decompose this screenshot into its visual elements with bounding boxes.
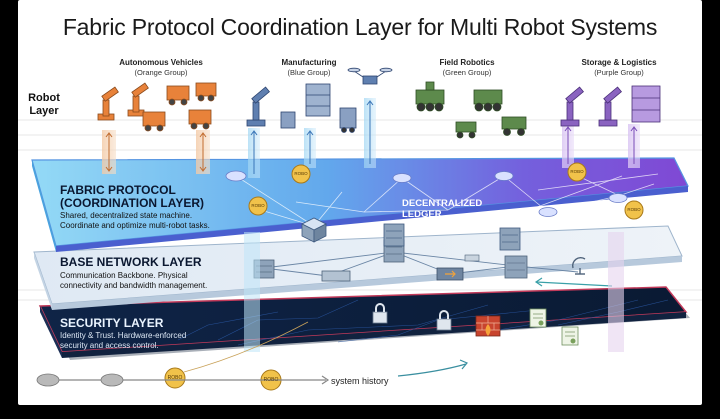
ledger-label-line2: LEDGER	[402, 209, 442, 220]
state-node	[494, 171, 514, 181]
firewall-icon	[475, 315, 501, 337]
state-node	[538, 207, 558, 217]
robot-arm-icon	[560, 86, 584, 127]
beam-blue	[244, 232, 260, 352]
coordination-links	[235, 173, 659, 227]
purple-robot-group	[560, 85, 661, 127]
robo-token	[567, 162, 587, 182]
group-name-storage-logistics: Storage & Logistics	[581, 58, 657, 67]
fabric-layer-desc-2: Coordinate and optimize multi-robot task…	[60, 221, 210, 230]
network-layer-title: BASE NETWORK LAYER	[60, 255, 202, 269]
green-robot-group	[415, 81, 527, 139]
rover-icon	[455, 121, 477, 139]
robot-layer-label: Robot Layer	[28, 92, 60, 117]
group-name-field-robotics: Field Robotics	[439, 58, 495, 67]
robo-token-label: ROBO	[167, 375, 183, 381]
fabric-layer-title-2: (COORDINATION LAYER)	[60, 196, 204, 210]
robo-token	[291, 164, 311, 184]
delivery-robot-icon	[142, 111, 166, 132]
history-label: system history	[331, 376, 389, 386]
blue-robot-group	[246, 67, 393, 133]
robo-token	[248, 196, 268, 216]
security-layer	[38, 286, 690, 360]
robot-arm-icon	[598, 86, 622, 127]
ledger-node-icon	[383, 223, 405, 247]
group-name-manufacturing: Manufacturing	[281, 58, 337, 67]
delivery-robot-icon	[166, 85, 190, 106]
security-layer-title: SECURITY LAYER	[60, 316, 164, 330]
robo-token-label: ROBO	[627, 207, 641, 212]
history-block	[36, 373, 60, 387]
history-timeline	[36, 321, 468, 387]
shelf-icon	[631, 85, 661, 123]
robo-token	[164, 367, 186, 389]
shelf-icon	[305, 83, 331, 117]
certificate-icon	[529, 308, 547, 328]
diagram-canvas	[18, 67, 702, 391]
state-node	[225, 170, 247, 182]
certificate-icon	[561, 326, 579, 346]
router-icon	[436, 267, 464, 281]
group-sub-storage-logistics: (Purple Group)	[594, 68, 644, 77]
lock-icon	[372, 303, 388, 324]
robot-arm-icon	[246, 86, 270, 127]
rover-icon	[501, 116, 527, 136]
rover-icon	[415, 81, 445, 112]
robot-arm-icon	[127, 82, 149, 117]
robo-token	[624, 200, 644, 220]
orange-robot-group	[97, 82, 217, 132]
network-layer-desc-2: connectivity and bandwidth management.	[60, 281, 208, 290]
ledger-label-line1: DECENTRALIZED	[402, 198, 483, 209]
group-name-autonomous-vehicles: Autonomous Vehicles	[119, 58, 203, 67]
security-layer-desc-1: Identity & Trust. Hardware-enforced	[60, 331, 187, 340]
beam-purple	[608, 232, 624, 352]
delivery-robot-icon	[195, 82, 217, 102]
fabric-layer-desc-1: Shared, decentralized state machine.	[60, 211, 193, 220]
robot-arm-icon	[97, 86, 119, 121]
fabric-layer	[31, 157, 689, 252]
mobile-robot-icon	[339, 107, 357, 133]
mobile-robot-icon	[280, 111, 296, 129]
rover-icon	[473, 89, 503, 112]
page-title: Fabric Protocol Coordination Layer for M…	[62, 14, 658, 40]
robot-beams	[102, 98, 640, 352]
ledger-node-icon	[499, 227, 521, 251]
robo-token-label: ROBO	[570, 169, 584, 174]
state-node	[608, 193, 628, 203]
history-block	[100, 373, 124, 387]
ledger-label: DECENTRALIZED LEDGER	[402, 198, 482, 220]
robo-token-label: ROBO	[251, 203, 265, 208]
network-layer-desc-1: Communication Backbone. Physical	[60, 271, 188, 280]
circuit-lines	[177, 299, 669, 346]
robo-token-label: ROBO	[263, 377, 279, 383]
group-sub-manufacturing: (Blue Group)	[287, 68, 331, 77]
group-sub-field-robotics: (Green Group)	[442, 68, 492, 77]
cable-icon	[464, 254, 480, 262]
diagram-card: Fabric Protocol Coordination Layer for M…	[18, 0, 702, 405]
group-sub-autonomous-vehicles: (Orange Group)	[134, 68, 188, 77]
state-node	[392, 173, 412, 183]
lock-icon	[436, 310, 452, 331]
satellite-dish-icon	[571, 257, 586, 275]
network-arrow	[534, 277, 613, 287]
server-icon	[504, 255, 528, 279]
switch-icon	[321, 270, 351, 282]
delivery-robot-icon	[188, 109, 212, 130]
drone-icon	[347, 67, 393, 85]
robo-token-label: ROBO	[294, 171, 308, 176]
fabric-layer-title-1: FABRIC PROTOCOL	[60, 183, 176, 197]
ledger-node-icon	[301, 217, 327, 243]
security-layer-desc-2: security and access control.	[60, 341, 159, 350]
